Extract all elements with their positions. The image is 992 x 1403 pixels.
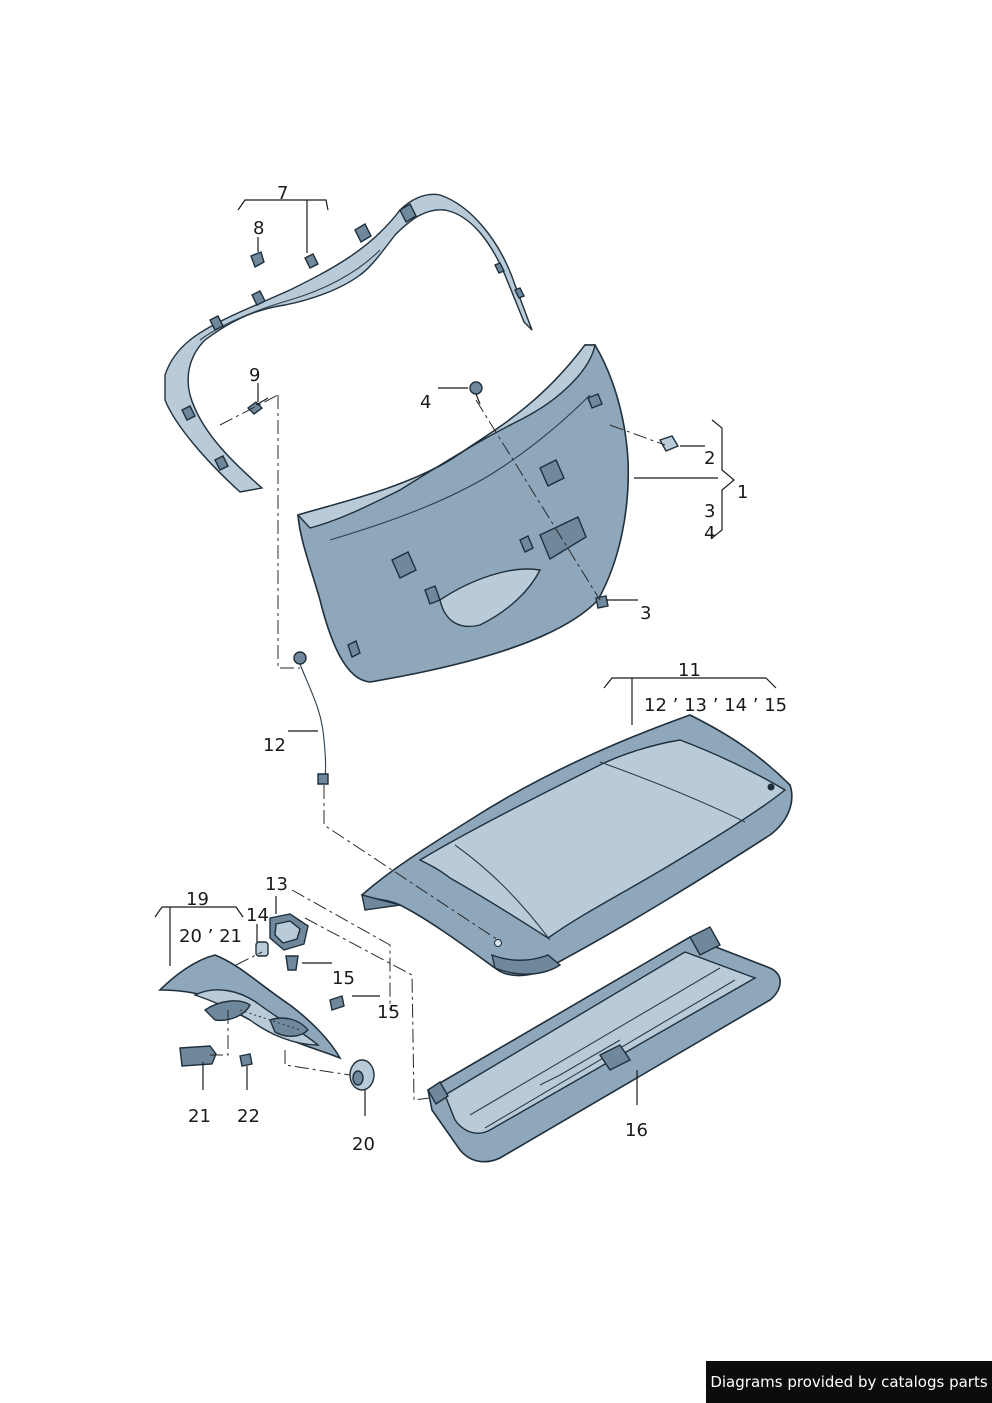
callout-3b: 3 xyxy=(640,603,651,624)
screw-part-15a xyxy=(285,955,299,971)
upper-trim-frame xyxy=(164,193,533,493)
callout-21: 21 xyxy=(188,1106,211,1127)
cargo-cover-part-11 xyxy=(360,714,793,977)
clip-part-3 xyxy=(595,595,609,609)
screw-part-15b xyxy=(329,995,345,1011)
callout-19-sub: 20 ’ 21 xyxy=(179,926,242,947)
callout-14: 14 xyxy=(246,905,269,926)
callout-20: 20 xyxy=(352,1134,375,1155)
tailgate-trim-panel xyxy=(296,344,630,683)
connector-part-21 xyxy=(179,1045,217,1067)
callout-15b: 15 xyxy=(377,1002,400,1023)
assembly-lines xyxy=(210,394,666,1101)
callout-8: 8 xyxy=(253,218,264,239)
storage-tray-part-16 xyxy=(427,926,781,1163)
plug-part-14 xyxy=(255,941,269,957)
clip-part-2 xyxy=(658,435,680,452)
callout-4b: 4 xyxy=(704,523,715,544)
switch-part-13 xyxy=(269,913,309,951)
callout-7: 7 xyxy=(277,183,288,204)
callout-11: 11 xyxy=(678,660,701,681)
callout-16: 16 xyxy=(625,1120,648,1141)
callout-9: 9 xyxy=(249,365,260,386)
callout-19: 19 xyxy=(186,889,209,910)
callout-4a: 4 xyxy=(420,392,431,413)
callout-12: 12 xyxy=(263,735,286,756)
wire-part-12 xyxy=(293,651,329,785)
leader-lines xyxy=(154,199,777,1116)
screw-part-4 xyxy=(469,381,483,405)
callout-15a: 15 xyxy=(332,968,355,989)
grommet-part-20 xyxy=(349,1059,375,1091)
callout-labels: 7 8 9 4 2 1 3 4 3 11 12 ’ 13 ’ 14 ’ 15 1… xyxy=(179,183,787,1155)
credit-badge: Diagrams provided by catalogs parts xyxy=(706,1361,992,1403)
callout-11-sub: 12 ’ 13 ’ 14 ’ 15 xyxy=(644,695,787,716)
callout-22: 22 xyxy=(237,1106,260,1127)
clip-part-8 xyxy=(250,251,265,269)
handle-housing-part-19 xyxy=(158,954,342,1060)
callout-1: 1 xyxy=(737,482,748,503)
screw-part-22 xyxy=(239,1053,253,1067)
callout-3a: 3 xyxy=(704,501,715,522)
callout-13: 13 xyxy=(265,874,288,895)
callout-2: 2 xyxy=(704,448,715,469)
